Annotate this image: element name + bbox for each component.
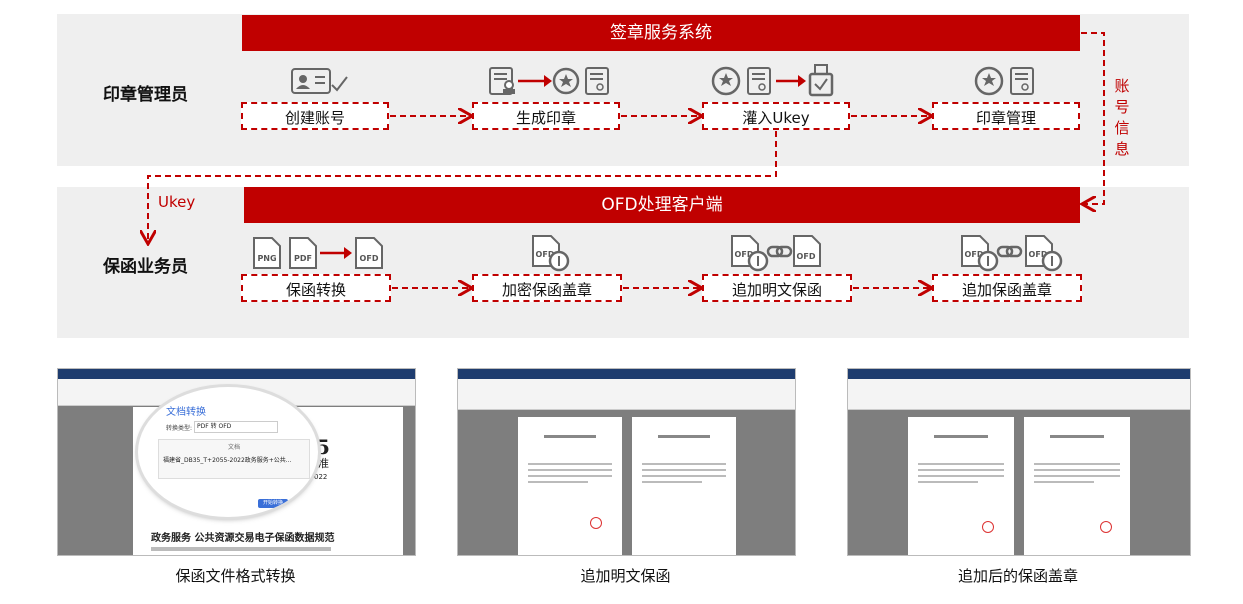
- seal-manage-icon: [974, 66, 1034, 96]
- app-titlebar: [58, 369, 415, 379]
- document-char: 准: [318, 457, 329, 470]
- step-load-ukey: 灌入Ukey: [702, 102, 850, 130]
- ukey-label: Ukey: [158, 193, 196, 211]
- role-guarantee-clerk: 保函业务员: [103, 257, 188, 277]
- caption-append-plain: 追加明文保函: [580, 567, 671, 585]
- seal-mark: [1100, 521, 1112, 533]
- dialog-title: 文档转换: [166, 407, 206, 418]
- seal-mark: [982, 521, 994, 533]
- file-name: 福建省_DB35_T+2055-2022政务服务+公共...: [163, 457, 292, 464]
- png-pdf-ofd-icon: PNG PDF OFD: [253, 237, 383, 269]
- step-append-plain: 追加明文保函: [702, 274, 852, 302]
- screenshot-append-plain: [457, 368, 796, 556]
- step-guarantee-convert: 保函转换: [241, 274, 391, 302]
- step-append-seal: 追加保函盖章: [932, 274, 1082, 302]
- ofd-text: OFD: [965, 250, 984, 259]
- account-card-icon: [291, 68, 348, 94]
- ofd-text: OFD: [536, 250, 555, 259]
- ofd-text: OFD: [360, 254, 379, 263]
- ofd-text: OFD: [797, 252, 816, 261]
- caption-appended-seal: 追加后的保函盖章: [957, 567, 1078, 585]
- file-list: 文档 福建省_DB35_T+2055-2022政务服务+公共...: [158, 439, 310, 479]
- app-titlebar: [848, 369, 1190, 379]
- arrow-ukey-transfer: [148, 131, 777, 242]
- ofd-text: OFD: [1029, 250, 1048, 259]
- app-toolbar: [458, 379, 795, 410]
- ofd-text: OFD: [735, 250, 754, 259]
- ofd-seal-icon: OFD: [532, 235, 570, 272]
- start-convert-button[interactable]: 开始转换: [258, 499, 288, 508]
- ofd-link-seal-icon: OFD OFD: [961, 235, 1063, 272]
- signing-system-banner: 签章服务系统: [242, 15, 1080, 51]
- document-subline: [151, 547, 331, 551]
- app-toolbar: [848, 379, 1190, 410]
- role-seal-admin: 印章管理员: [103, 85, 188, 105]
- document-heading: 政务服务 公共资源交易电子保函数据规范: [151, 533, 335, 544]
- convert-type-label: 转换类型:: [166, 425, 193, 432]
- convert-type-select[interactable]: PDF 转 OFD: [194, 421, 278, 433]
- account-info-label: 账号信息: [1114, 77, 1130, 158]
- app-titlebar: [458, 369, 795, 379]
- document-page-left: [518, 417, 622, 555]
- caption-format-conversion: 保函文件格式转换: [175, 567, 296, 585]
- document-page-right: [1024, 417, 1130, 555]
- screenshot-appended-seal: [847, 368, 1191, 556]
- seal-mark: [590, 517, 602, 529]
- png-text: PNG: [257, 254, 276, 263]
- file-list-header: 文档: [227, 444, 240, 451]
- ofd-link-icon: OFD OFD: [731, 235, 821, 272]
- step-encrypted-seal: 加密保函盖章: [472, 274, 622, 302]
- seal-to-ukey-icon: [711, 64, 834, 97]
- document-page-right: [632, 417, 736, 555]
- step-create-account: 创建账号: [241, 102, 389, 130]
- document-page-left: [908, 417, 1014, 555]
- document-year: 022: [314, 473, 328, 481]
- screenshot-format-conversion: 5 准 022 政务服务 公共资源交易电子保函数据规范 文档转换 转换类型: P…: [57, 368, 416, 556]
- convert-dialog: 文档转换 转换类型: PDF 转 OFD 文档 福建省_DB35_T+2055-…: [138, 387, 318, 517]
- arrow-account-info: [1081, 32, 1105, 204]
- pdf-text: PDF: [294, 254, 312, 263]
- ofd-client-banner: OFD处理客户端: [244, 187, 1080, 223]
- document-big-number: 5: [316, 435, 330, 459]
- document-seal-icon: [489, 67, 609, 95]
